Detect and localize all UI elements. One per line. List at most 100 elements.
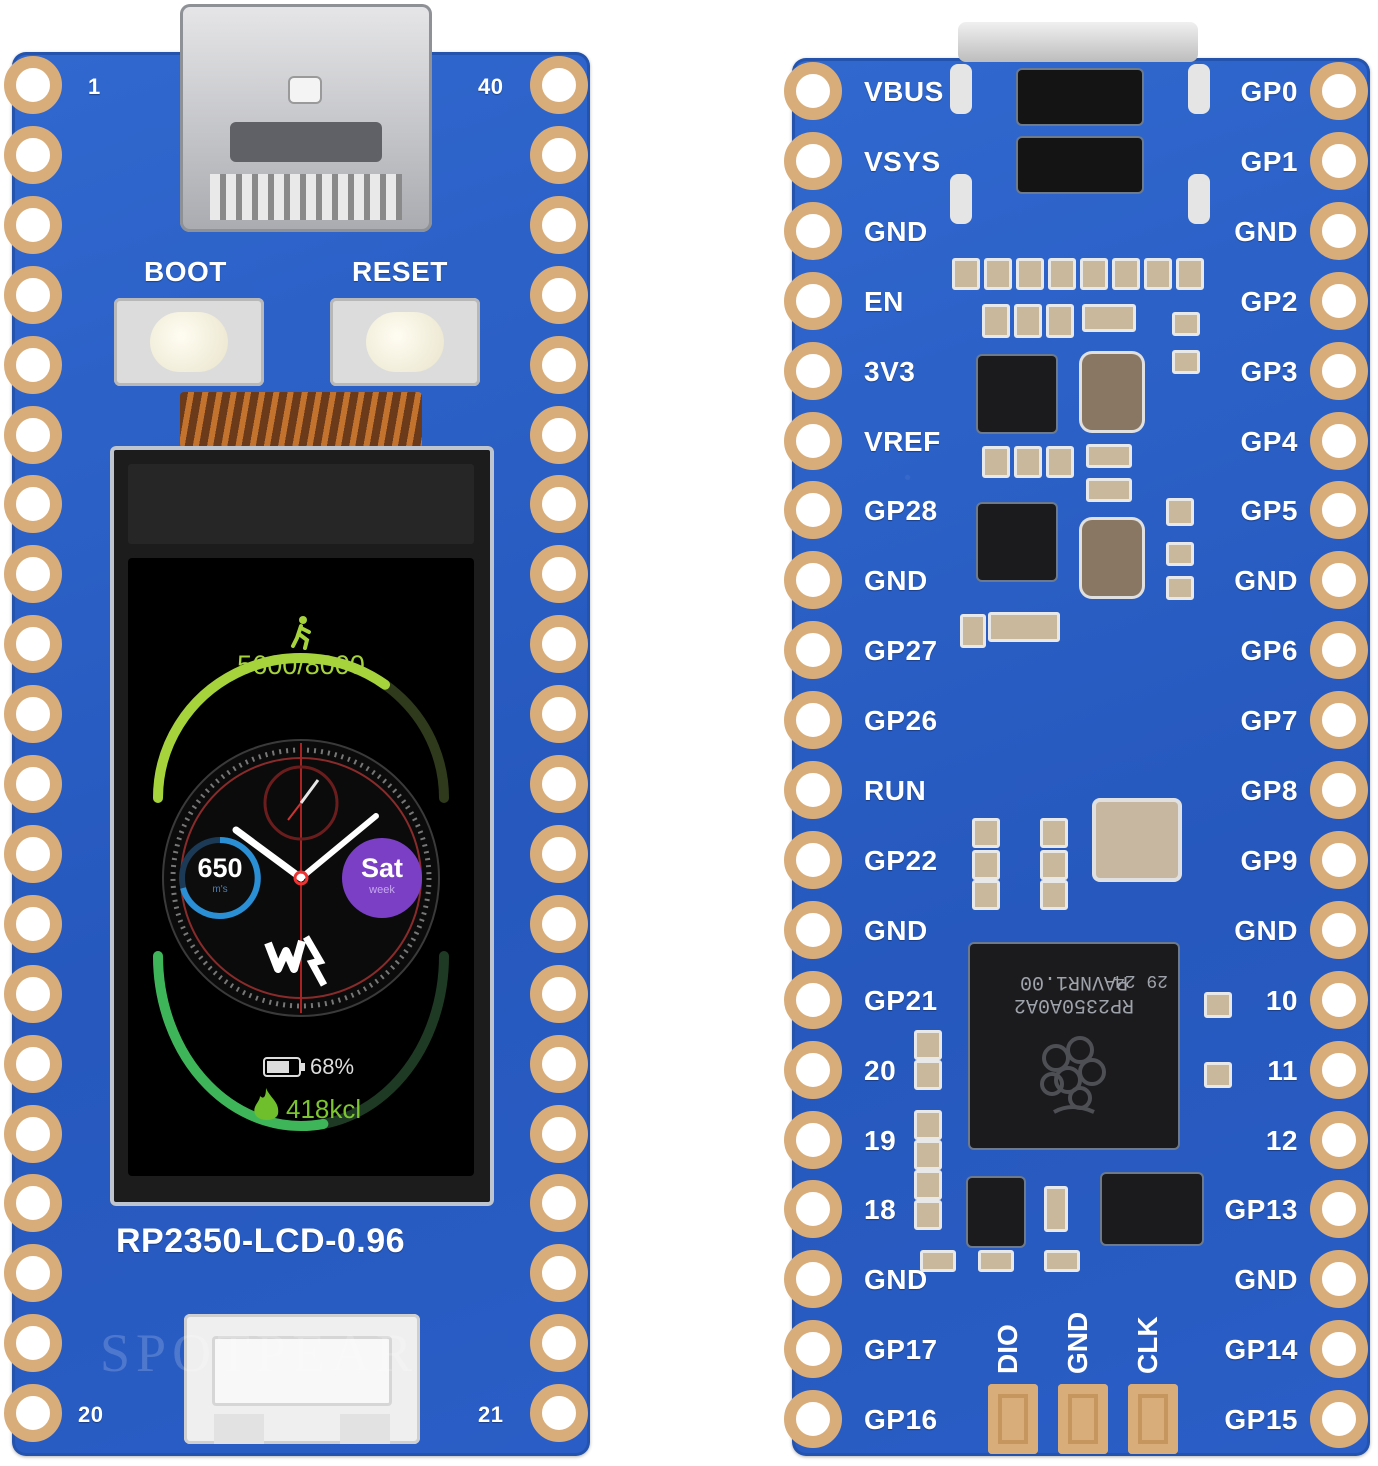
back-pad-left-9[interactable] [784, 621, 842, 680]
back-pad-left-1[interactable] [784, 62, 842, 120]
back-pad-right-12[interactable] [1310, 830, 1368, 889]
back-pad-right-11[interactable] [1310, 761, 1368, 819]
front-pad-right-5[interactable] [530, 335, 588, 394]
back-pad-right-4[interactable] [1310, 271, 1368, 330]
back-pad-left-4[interactable] [784, 271, 842, 330]
passive-component [1044, 1250, 1080, 1272]
pin-label-right-8: GND [1234, 565, 1298, 597]
reset-button[interactable] [330, 298, 480, 386]
passive-component [1080, 258, 1108, 290]
back-pad-left-17[interactable] [784, 1180, 842, 1239]
front-pad-right-20[interactable] [530, 1384, 588, 1443]
passive-component [1166, 576, 1194, 600]
back-pad-left-18[interactable] [784, 1250, 842, 1309]
back-pad-left-14[interactable] [784, 970, 842, 1029]
passive-component [1204, 1062, 1232, 1088]
front-pad-left-15[interactable] [4, 1034, 62, 1093]
waveshare-logo-icon [264, 935, 328, 987]
pin-label-right-20: GP15 [1224, 1404, 1298, 1436]
back-pad-right-15[interactable] [1310, 1040, 1368, 1099]
front-pad-left-10[interactable] [4, 685, 62, 744]
back-pad-right-16[interactable] [1310, 1110, 1368, 1169]
front-pad-left-9[interactable] [4, 615, 62, 674]
back-pad-right-6[interactable] [1310, 411, 1368, 470]
front-pad-right-9[interactable] [530, 615, 588, 674]
back-pad-left-15[interactable] [784, 1040, 842, 1099]
back-pad-left-5[interactable] [784, 341, 842, 400]
back-pad-right-17[interactable] [1310, 1180, 1368, 1239]
jst-connector[interactable] [184, 1314, 420, 1444]
usb-c-connector[interactable] [180, 4, 432, 232]
back-pad-right-2[interactable] [1310, 131, 1368, 190]
debug-pad-dio[interactable] [988, 1384, 1038, 1454]
back-pad-right-20[interactable] [1310, 1390, 1368, 1449]
front-pad-left-7[interactable] [4, 475, 62, 534]
front-pad-right-10[interactable] [530, 685, 588, 744]
back-pad-right-10[interactable] [1310, 691, 1368, 750]
back-pad-right-8[interactable] [1310, 551, 1368, 610]
back-pad-left-12[interactable] [784, 830, 842, 889]
back-pad-left-19[interactable] [784, 1320, 842, 1379]
front-pad-left-11[interactable] [4, 755, 62, 813]
front-pad-right-16[interactable] [530, 1104, 588, 1163]
day-value: Sat [360, 853, 404, 883]
front-pad-right-12[interactable] [530, 824, 588, 883]
front-pad-right-8[interactable] [530, 545, 588, 604]
front-pad-right-11[interactable] [530, 755, 588, 813]
back-pad-left-7[interactable] [784, 481, 842, 540]
back-pad-left-16[interactable] [784, 1110, 842, 1169]
front-pad-left-1[interactable] [4, 56, 62, 114]
front-pad-left-4[interactable] [4, 265, 62, 324]
front-pad-left-20[interactable] [4, 1384, 62, 1443]
passive-component [1172, 312, 1200, 336]
back-pad-right-7[interactable] [1310, 481, 1368, 540]
front-pad-left-13[interactable] [4, 894, 62, 953]
front-pad-right-2[interactable] [530, 125, 588, 184]
back-pad-right-3[interactable] [1310, 201, 1368, 260]
back-pad-left-3[interactable] [784, 201, 842, 260]
front-pad-left-5[interactable] [4, 335, 62, 394]
front-pad-left-6[interactable] [4, 405, 62, 464]
front-pad-right-15[interactable] [530, 1034, 588, 1093]
front-pad-right-19[interactable] [530, 1314, 588, 1373]
front-pad-left-19[interactable] [4, 1314, 62, 1373]
back-pad-right-1[interactable] [1310, 62, 1368, 120]
back-pad-right-5[interactable] [1310, 341, 1368, 400]
passive-component [914, 1030, 942, 1060]
front-pad-left-8[interactable] [4, 545, 62, 604]
front-pad-right-3[interactable] [530, 195, 588, 254]
back-pad-right-19[interactable] [1310, 1320, 1368, 1379]
front-pad-right-13[interactable] [530, 894, 588, 953]
debug-pad-gnd[interactable] [1058, 1384, 1108, 1454]
back-pad-left-6[interactable] [784, 411, 842, 470]
front-pad-left-3[interactable] [4, 195, 62, 254]
back-pad-left-10[interactable] [784, 691, 842, 750]
front-pad-right-17[interactable] [530, 1174, 588, 1233]
front-pad-left-12[interactable] [4, 824, 62, 883]
front-pad-right-1[interactable] [530, 56, 588, 114]
back-pad-left-11[interactable] [784, 761, 842, 819]
back-pad-right-14[interactable] [1310, 970, 1368, 1029]
front-pad-right-7[interactable] [530, 475, 588, 534]
pin-label-right-14: 10 [1265, 984, 1298, 1016]
front-pad-right-14[interactable] [530, 964, 588, 1023]
front-pad-left-2[interactable] [4, 125, 62, 184]
front-pad-left-16[interactable] [4, 1104, 62, 1163]
back-pad-right-18[interactable] [1310, 1250, 1368, 1309]
back-pad-right-13[interactable] [1310, 900, 1368, 959]
distance-value: 650 [197, 853, 243, 883]
debug-pad-clk[interactable] [1128, 1384, 1178, 1454]
boot-button[interactable] [114, 298, 264, 386]
back-pad-left-8[interactable] [784, 551, 842, 610]
front-pad-right-6[interactable] [530, 405, 588, 464]
front-pad-right-4[interactable] [530, 265, 588, 324]
back-pad-left-20[interactable] [784, 1390, 842, 1449]
front-pad-left-17[interactable] [4, 1174, 62, 1233]
pin-label-left-17: 18 [864, 1194, 897, 1226]
back-pad-right-9[interactable] [1310, 621, 1368, 680]
back-pad-left-13[interactable] [784, 900, 842, 959]
front-pad-right-18[interactable] [530, 1244, 588, 1303]
front-pad-left-18[interactable] [4, 1244, 62, 1303]
front-pad-left-14[interactable] [4, 964, 62, 1023]
back-pad-left-2[interactable] [784, 131, 842, 190]
